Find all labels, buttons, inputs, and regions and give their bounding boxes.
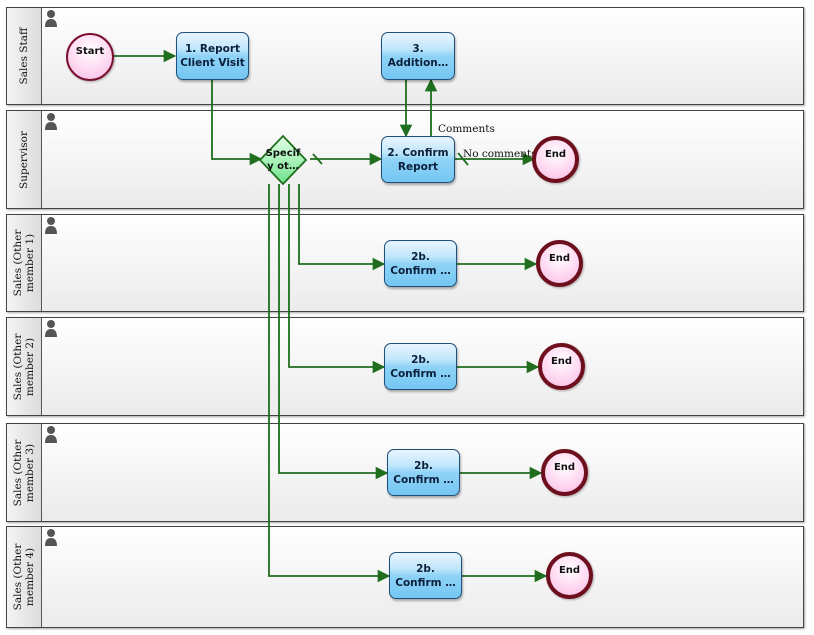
lane-header: Sales (Other member 4) [7,527,42,627]
lane-label: Sales (Other member 4) [12,543,36,611]
lane-label: Sales (Other member 3) [12,439,36,506]
task-confirm-member-4[interactable]: 2b. Confirm … [389,552,462,599]
person-icon [45,113,57,130]
lane-label: Sales (Other member 1) [12,229,36,297]
end-event-member-1[interactable]: End [536,240,583,287]
task-confirm-report[interactable]: 2. Confirm Report [381,136,455,183]
lane-header: Sales (Other member 3) [7,424,42,521]
person-icon [45,426,57,443]
flow-label-no-comments: No comments [463,148,535,160]
lane-header: Sales (Other member 1) [7,215,42,311]
end-event-member-4[interactable]: End [546,552,593,599]
gateway-label: Specif y ot… [265,148,301,172]
start-event[interactable]: Start [66,33,114,81]
task-report-client-visit[interactable]: 1. Report Client Visit [176,32,249,80]
lane-label: Sales Staff [18,27,30,85]
task-additional[interactable]: 3. Addition… [381,32,455,80]
task-confirm-member-2[interactable]: 2b. Confirm … [384,343,457,390]
flow-label-comments: Comments [438,123,495,135]
lane-header: Sales Staff [7,8,42,104]
lane-header: Sales (Other member 2) [7,318,42,415]
end-event-member-2[interactable]: End [538,343,585,390]
end-event-supervisor[interactable]: End [532,136,579,183]
lane-header: Supervisor [7,111,42,208]
person-icon [45,217,57,234]
person-icon [45,10,57,27]
task-confirm-member-1[interactable]: 2b. Confirm … [384,240,457,287]
person-icon [45,320,57,337]
task-confirm-member-3[interactable]: 2b. Confirm … [387,449,460,496]
end-event-member-3[interactable]: End [541,449,588,496]
lane-label: Supervisor [18,130,30,189]
person-icon [45,529,57,546]
lane-label: Sales (Other member 2) [12,333,36,400]
